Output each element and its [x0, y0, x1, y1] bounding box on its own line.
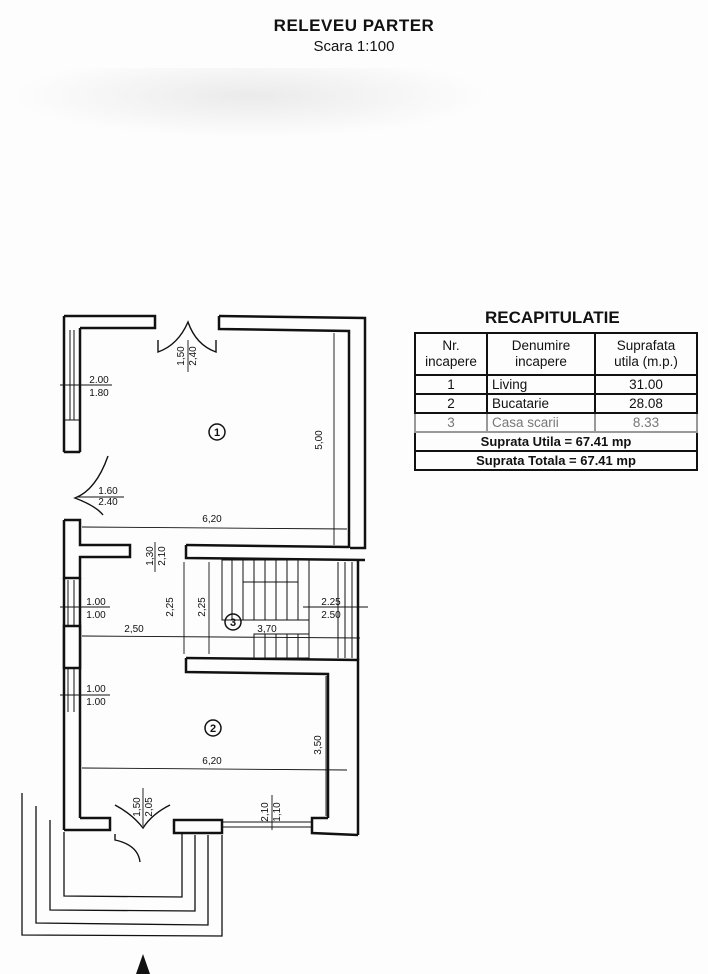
room-3-marker: [224, 613, 242, 631]
entrance-steps: [21, 793, 223, 937]
plan-title: RELEVEU PARTER: [273, 16, 435, 35]
room-markers: [204, 423, 242, 737]
svg-text:6,20: 6,20: [202, 514, 222, 525]
svg-text:2,25: 2,25: [165, 597, 176, 617]
svg-text:1,30: 1,30: [145, 546, 156, 566]
svg-text:1,50: 1,50: [176, 346, 187, 366]
svg-text:2,10: 2,10: [157, 546, 168, 566]
svg-text:1.00: 1.00: [86, 597, 106, 608]
table-row: 3 Casa scarii 8.33: [414, 412, 698, 433]
recap-title: RECAPITULATIE: [485, 308, 620, 327]
svg-text:2.00: 2.00: [89, 375, 109, 386]
svg-text:3,50: 3,50: [313, 735, 324, 755]
smudge: [10, 68, 490, 138]
svg-text:2.40: 2.40: [98, 497, 118, 508]
dimension-lines: [60, 333, 368, 830]
svg-text:2.25: 2.25: [321, 597, 341, 608]
svg-text:5,00: 5,00: [314, 430, 325, 450]
svg-text:2,50: 2,50: [124, 624, 144, 635]
svg-text:3,70: 3,70: [257, 624, 277, 635]
walls: [62, 314, 367, 837]
room-3-label: 3: [230, 617, 236, 629]
north-arrow-icon: [136, 954, 150, 974]
windows: [63, 330, 353, 828]
svg-text:1,10: 1,10: [272, 802, 283, 822]
svg-text:6,20: 6,20: [202, 756, 222, 767]
svg-text:1.60: 1.60: [98, 486, 118, 497]
svg-text:1.00: 1.00: [86, 697, 106, 708]
svg-text:1,50: 1,50: [132, 797, 143, 817]
doors: [73, 320, 217, 863]
svg-text:1.00: 1.00: [86, 610, 106, 621]
room-2-marker: [204, 719, 222, 737]
stairs: [221, 559, 310, 659]
svg-text:2,05: 2,05: [144, 797, 155, 817]
room-2-label: 2: [210, 723, 216, 735]
room-1-label: 1: [214, 427, 220, 439]
svg-text:1.80: 1.80: [89, 388, 109, 399]
col-nr: Nr.incapere: [414, 332, 488, 376]
svg-text:1.00: 1.00: [86, 684, 106, 695]
svg-text:2,40: 2,40: [188, 346, 199, 366]
table-row: 2 Bucatarie 28.08: [414, 393, 698, 414]
total-utila-row: Suprata Utila = 67.41 mp: [414, 431, 698, 452]
plan-scale: Scara 1:100: [313, 38, 395, 55]
room-1-marker: [208, 423, 226, 441]
total-totala-row: Suprata Totala = 67.41 mp: [414, 450, 698, 471]
svg-text:2.50: 2.50: [321, 610, 341, 621]
table-row: 1 Living 31.00: [414, 374, 698, 395]
svg-text:2,25: 2,25: [197, 597, 208, 617]
svg-text:2,10: 2,10: [260, 802, 271, 822]
